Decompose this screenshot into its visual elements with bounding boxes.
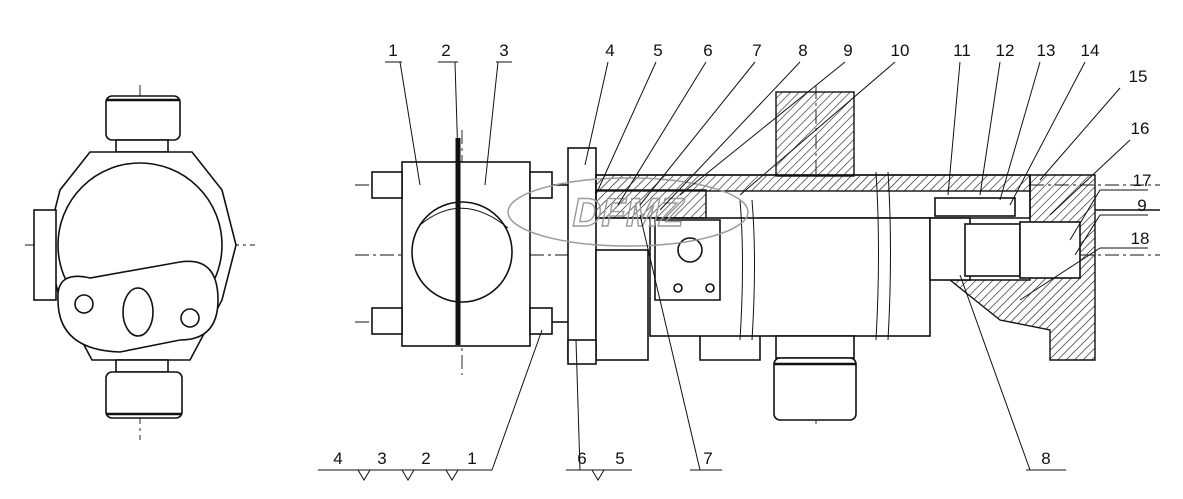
leader-18-arm xyxy=(1019,247,1101,301)
callout-label: 7 xyxy=(703,449,712,468)
flange-hole-left xyxy=(74,294,94,314)
callout-label: 6 xyxy=(703,41,712,60)
leader-15-arm xyxy=(1039,87,1121,181)
break-line-2 xyxy=(751,199,755,341)
clamp-bore-detail xyxy=(419,207,509,229)
bottom-boss-neck xyxy=(775,335,855,359)
callout-label: 3 xyxy=(377,449,386,468)
leader-4-arm xyxy=(584,61,609,166)
callout-label: 9 xyxy=(1137,196,1146,215)
bracket-hole xyxy=(677,237,703,263)
callout-label: 10 xyxy=(891,41,910,60)
section-view xyxy=(355,85,1160,425)
bolt-head-upper-left xyxy=(371,171,403,199)
leader-bottom-mid-base xyxy=(566,469,632,481)
watermark-text: DFMZ xyxy=(572,191,685,235)
break-line-4 xyxy=(887,171,891,341)
callout-label: 5 xyxy=(615,449,624,468)
callout-label: 9 xyxy=(843,41,852,60)
bottom-cap-neck xyxy=(115,359,169,373)
callout-label: 8 xyxy=(798,41,807,60)
valve-body xyxy=(929,217,971,281)
leader-bottom-8-arm xyxy=(959,274,1031,471)
flange-nut-lower xyxy=(567,339,597,365)
callout-label: 1 xyxy=(467,449,476,468)
break-line-1 xyxy=(739,199,743,341)
bolt-head-lower-left xyxy=(371,307,403,335)
bracket-small-hole-right xyxy=(705,283,715,293)
callout-label: 16 xyxy=(1131,119,1150,138)
leader-bottom-7-arm xyxy=(639,214,701,471)
flange-hole-right xyxy=(180,308,200,328)
top-cap-neck xyxy=(115,139,169,153)
leader-bottom-1-arm xyxy=(491,329,543,471)
callout-label: 13 xyxy=(1037,41,1056,60)
callout-label: 8 xyxy=(1041,449,1050,468)
top-callout-labels: 1 2 3 4 5 6 7 8 9 10 11 12 13 14 15 16 1… xyxy=(388,41,1151,248)
callout-label: 2 xyxy=(421,449,430,468)
top-boss xyxy=(775,91,855,177)
callout-label: 4 xyxy=(605,41,614,60)
callout-label: 3 xyxy=(499,41,508,60)
leader-9b-arm xyxy=(1074,214,1101,256)
leader-5-arm xyxy=(597,61,657,191)
leader-9-arm xyxy=(679,61,846,196)
leader-1-arm xyxy=(399,61,421,186)
nut-lower-right xyxy=(529,307,553,335)
callout-label: 14 xyxy=(1081,41,1100,60)
leader-11-arm xyxy=(947,61,961,196)
callout-label: 11 xyxy=(953,41,971,60)
lower-flange-block xyxy=(595,249,649,361)
side-boss xyxy=(33,209,57,301)
leaders xyxy=(318,61,1148,481)
bracket xyxy=(654,219,721,301)
leader-7-arm xyxy=(639,61,756,206)
leader-17-arm xyxy=(1069,189,1101,241)
bottom-boss xyxy=(773,357,857,421)
oval-flange xyxy=(57,260,219,353)
watermark-ellipse xyxy=(507,177,749,247)
leader-bottom-6-arm xyxy=(575,339,581,471)
nut-upper-right xyxy=(529,171,553,199)
leader-10-arm xyxy=(739,61,896,196)
callout-label: 4 xyxy=(333,449,342,468)
callout-label: 17 xyxy=(1133,171,1152,190)
bracket-small-hole-left xyxy=(673,283,683,293)
seal-packing-section xyxy=(595,189,707,219)
leader-14-arm xyxy=(1009,61,1086,206)
watermark: DFMZ xyxy=(507,177,749,247)
callout-label: 1 xyxy=(388,41,397,60)
clamp-bolts xyxy=(371,171,568,335)
callout-label: 2 xyxy=(441,41,450,60)
flange-center-hole xyxy=(122,287,154,337)
leader-12-arm xyxy=(979,61,1001,196)
bottom-cap xyxy=(105,371,183,419)
flange-plate xyxy=(567,147,597,361)
piston-rod-end xyxy=(1019,221,1081,279)
break-line-3 xyxy=(875,171,879,341)
leader-16-arm xyxy=(1049,139,1131,216)
callout-label: 12 xyxy=(996,41,1015,60)
clamp-bore xyxy=(411,201,513,303)
top-cap xyxy=(105,95,181,141)
body-wall-section xyxy=(595,174,1031,192)
valve-seat xyxy=(934,197,1016,217)
end-view xyxy=(25,85,255,440)
clamp-block xyxy=(401,161,531,347)
leader-13-arm xyxy=(999,61,1041,201)
leader-6-arm xyxy=(617,61,707,206)
piston xyxy=(964,223,1021,277)
callout-label: 6 xyxy=(577,449,586,468)
callout-label: 18 xyxy=(1131,229,1150,248)
bottom-callout-labels: 4 3 2 1 6 5 7 8 xyxy=(333,449,1050,468)
callout-label: 5 xyxy=(653,41,662,60)
leader-3-arm xyxy=(484,61,499,186)
leader-bottom-left-ticks xyxy=(357,469,459,481)
callout-label: 15 xyxy=(1129,67,1148,86)
leader-8-arm xyxy=(659,61,801,211)
leader-2-arm xyxy=(454,61,459,161)
callout-label: 7 xyxy=(752,41,761,60)
